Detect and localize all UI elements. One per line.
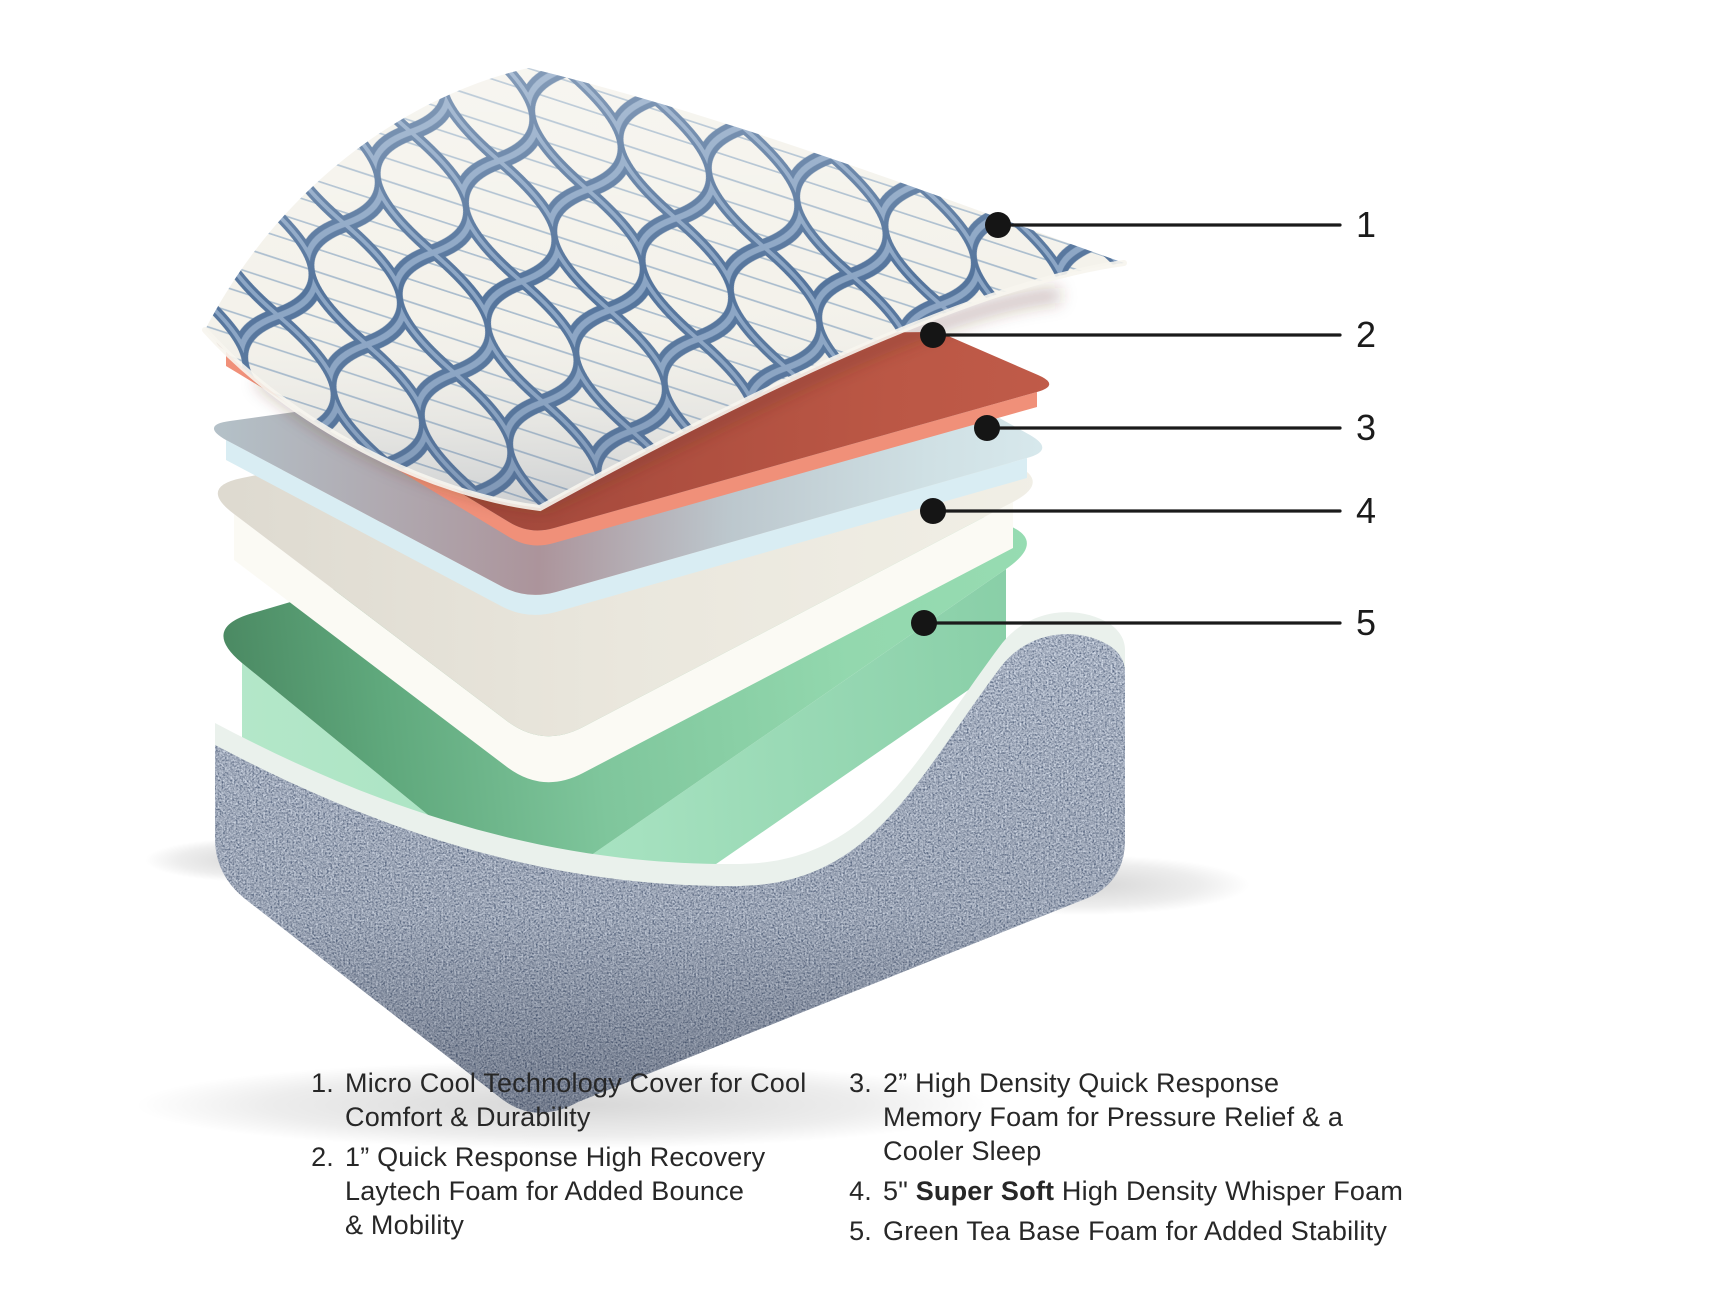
- legend-line: 5": [883, 1176, 916, 1206]
- legend-line: Green Tea Base Foam for Added Stability: [883, 1216, 1388, 1246]
- callout-dot-1: [985, 212, 1011, 238]
- callout-dot-4: [920, 498, 946, 524]
- callout-dot-5: [911, 610, 937, 636]
- legend-line: Cooler Sleep: [883, 1136, 1042, 1166]
- legend-line: Memory Foam for Pressure Relief & a: [883, 1102, 1344, 1132]
- memory-foam-side: [226, 440, 1027, 615]
- legend-line: & Mobility: [345, 1210, 465, 1240]
- legend-column-right: 3. 2” High Density Quick Response Memory…: [826, 1066, 1403, 1254]
- legend-line: Laytech Foam for Added Bounce: [345, 1176, 745, 1206]
- legend-item-3: 3. 2” High Density Quick Response Memory…: [826, 1066, 1386, 1168]
- callout-number-1: 1: [1356, 204, 1376, 245]
- legend-column-left: 1. Micro Cool Technology Cover for Cool …: [288, 1066, 806, 1248]
- legend-item-3-number: 3.: [849, 1068, 872, 1098]
- cover-layer: [202, 68, 1127, 512]
- legend-item-1: 1. Micro Cool Technology Cover for Cool …: [288, 1066, 806, 1134]
- laytech-foam-side: [226, 351, 1037, 546]
- callout-dot-2: [920, 322, 946, 348]
- callout-number-5: 5: [1356, 602, 1376, 643]
- callout-3: 3: [974, 407, 1376, 448]
- legend-item-5: 5. Green Tea Base Foam for Added Stabili…: [826, 1214, 1387, 1248]
- legend-line: High Density Whisper Foam: [1054, 1176, 1404, 1206]
- callout-number-2: 2: [1356, 314, 1376, 355]
- legend-item-2-text: 1” Quick Response High Recovery Laytech …: [345, 1140, 765, 1242]
- legend-item-2: 2. 1” Quick Response High Recovery Layte…: [288, 1140, 788, 1242]
- callout-2: 2: [920, 314, 1376, 355]
- legend-line: Comfort & Durability: [345, 1102, 591, 1132]
- legend-line: 1” Quick Response High Recovery: [345, 1142, 766, 1172]
- legend-item-5-number: 5.: [849, 1216, 872, 1246]
- legend-item-4: 4. 5" Super Soft High Density Whisper Fo…: [826, 1174, 1403, 1208]
- legend-item-4-text: 5" Super Soft High Density Whisper Foam: [883, 1174, 1403, 1208]
- callout-dot-3: [974, 415, 1000, 441]
- callout-5: 5: [911, 602, 1376, 643]
- legend-item-5-text: Green Tea Base Foam for Added Stability: [883, 1214, 1387, 1248]
- whisper-foam-side: [234, 502, 1013, 783]
- base-cover-shading: [215, 634, 1125, 1113]
- legend-line: Micro Cool Technology Cover for Cool: [345, 1068, 807, 1098]
- callout-1: 1: [985, 204, 1376, 245]
- legend-item-4-number: 4.: [849, 1176, 872, 1206]
- callout-4: 4: [920, 490, 1376, 531]
- legend-line: 2” High Density Quick Response: [883, 1068, 1280, 1098]
- legend-item-3-text: 2” High Density Quick Response Memory Fo…: [883, 1066, 1343, 1168]
- legend-bold-text: Super Soft: [915, 1176, 1055, 1206]
- legend-item-1-text: Micro Cool Technology Cover for Cool Com…: [345, 1066, 806, 1134]
- cover-shading: [205, 68, 1124, 508]
- callout-number-3: 3: [1356, 407, 1376, 448]
- callout-number-4: 4: [1356, 490, 1376, 531]
- base-cover: [215, 634, 1125, 1113]
- legend-item-1-number: 1.: [311, 1068, 334, 1098]
- cover-edge-highlight: [202, 260, 1127, 512]
- legend-item-2-number: 2.: [311, 1142, 334, 1172]
